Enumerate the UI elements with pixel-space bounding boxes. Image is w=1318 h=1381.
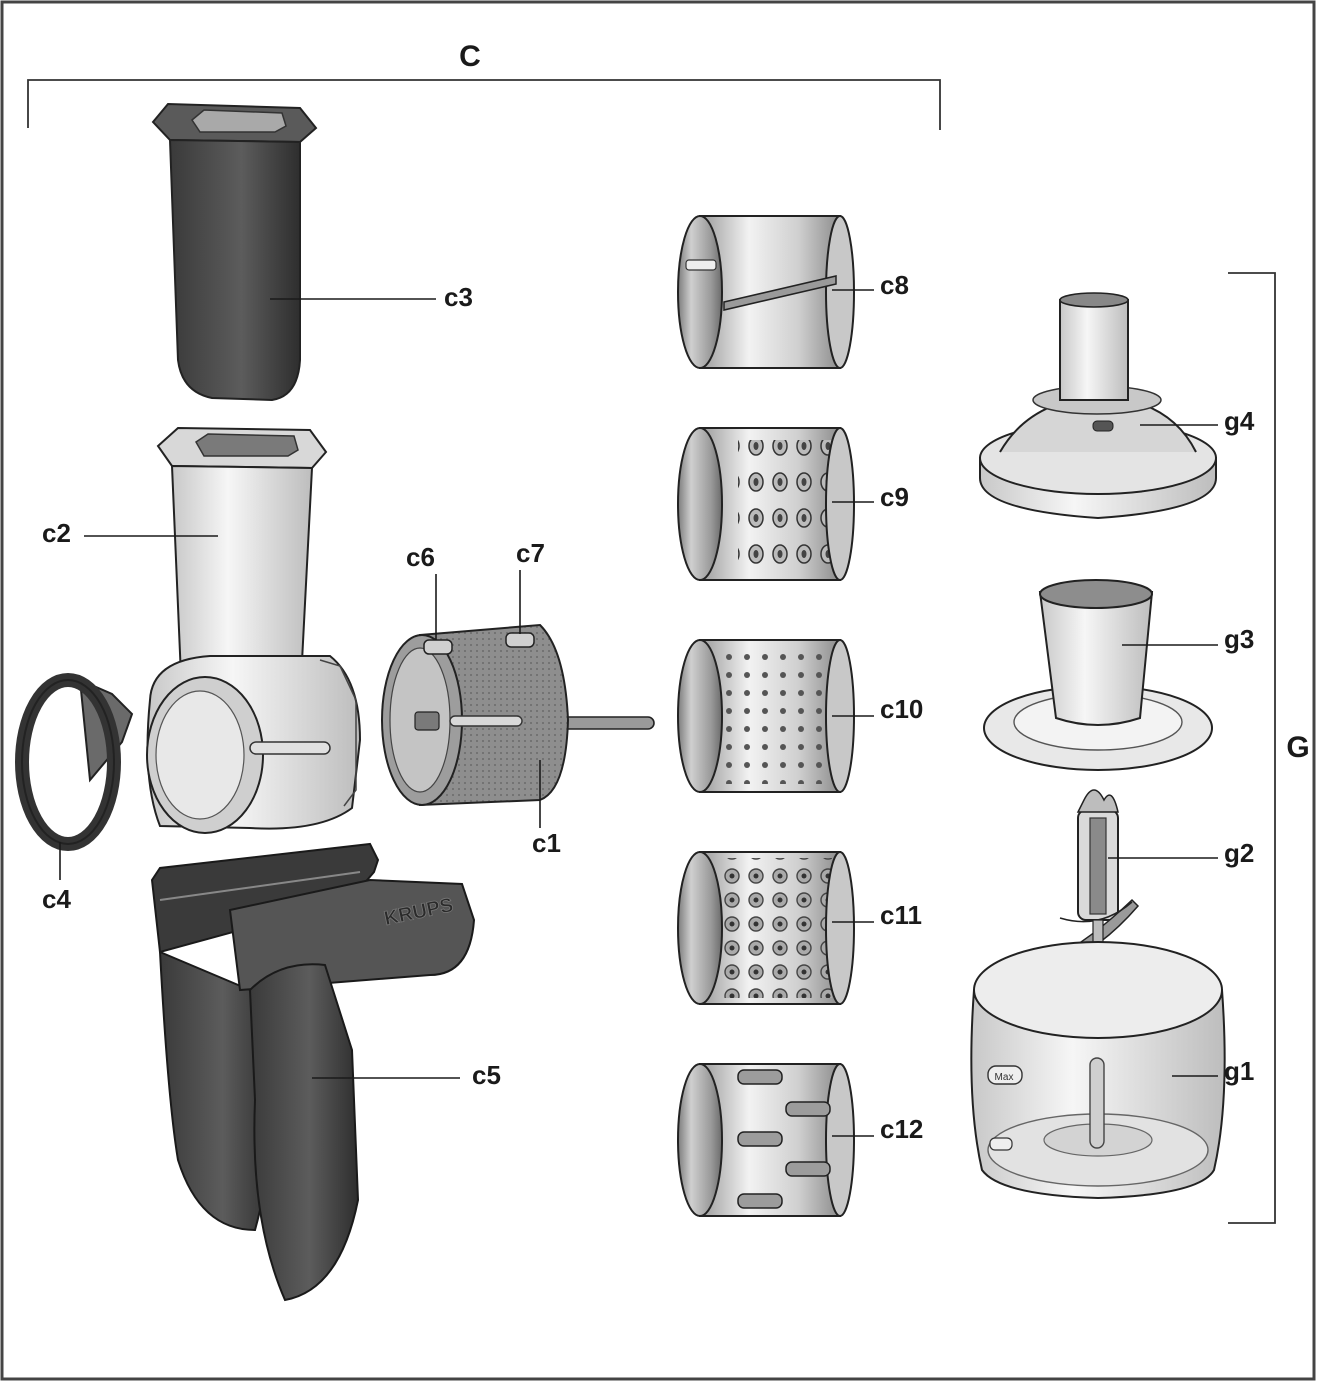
label-c12: c12: [880, 1114, 923, 1144]
ring-c4: [15, 673, 134, 851]
label-g3: g3: [1224, 624, 1254, 654]
lid-g4: [979, 292, 1217, 520]
label-g1: g1: [1224, 1056, 1254, 1086]
drum-c12: [677, 1063, 855, 1217]
label-c10: c10: [880, 694, 923, 724]
housing-c2: [146, 426, 362, 834]
blade-g2: [1052, 789, 1140, 965]
group-c-bracket: [27, 79, 941, 130]
label-c4: c4: [42, 884, 71, 914]
feeder-g3: [983, 579, 1213, 771]
drum-c9: [677, 427, 855, 581]
label-c8: c8: [880, 270, 909, 300]
label-c2: c2: [42, 518, 71, 548]
drum-c10: [677, 639, 855, 793]
drum-holder-c1: [381, 623, 655, 807]
label-c9: c9: [880, 482, 909, 512]
label-c11: c11: [880, 900, 922, 930]
group-c-label: C: [459, 40, 481, 73]
max-fill-mark: Max: [995, 1072, 1014, 1083]
pusher-c3: [151, 102, 318, 402]
group-g-label: G: [1286, 731, 1309, 764]
drum-c11: [677, 851, 855, 1005]
label-c7: c7: [516, 538, 545, 568]
handle-c5: KRUPS: [150, 842, 476, 1302]
label-c1: c1: [532, 828, 561, 858]
label-c5: c5: [472, 1060, 501, 1090]
label-c3: c3: [444, 282, 473, 312]
label-c6: c6: [406, 542, 435, 572]
label-g2: g2: [1224, 838, 1254, 868]
group-g-bracket: [1228, 272, 1276, 1224]
label-g4: g4: [1224, 406, 1255, 436]
drum-c8: [677, 215, 855, 369]
bowl-g1: Max: [970, 941, 1226, 1200]
